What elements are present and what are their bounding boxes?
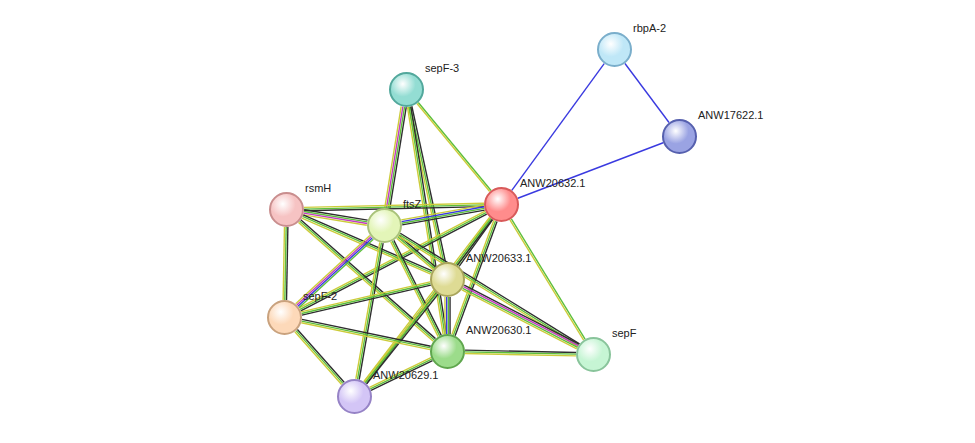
evidence-line	[287, 227, 288, 300]
node-label: rsmH	[305, 182, 331, 195]
protein-node: sepF	[576, 337, 611, 372]
interaction-edge	[296, 235, 374, 307]
interaction-edge	[445, 297, 450, 334]
evidence-line	[449, 297, 450, 334]
evidence-line	[518, 143, 663, 199]
evidence-line	[400, 233, 579, 344]
interaction-edge	[301, 282, 431, 315]
evidence-line	[444, 297, 445, 334]
node-label: ANW20632.1	[520, 177, 585, 190]
interaction-edge	[398, 233, 579, 347]
interaction-edge	[295, 329, 344, 384]
evidence-line	[358, 243, 382, 380]
evidence-line	[297, 237, 371, 305]
evidence-line	[464, 285, 579, 344]
interaction-edge	[283, 227, 288, 300]
evidence-line	[303, 215, 366, 225]
node-label: sepF-3	[425, 62, 459, 75]
evidence-line	[463, 287, 578, 346]
evidence-line	[625, 64, 669, 123]
evidence-line	[356, 242, 380, 379]
evidence-line	[359, 243, 383, 380]
interaction-edge	[625, 64, 669, 123]
evidence-line	[302, 283, 431, 313]
evidence-line	[301, 323, 430, 350]
evidence-line	[446, 297, 447, 334]
evidence-line	[295, 332, 342, 385]
protein-node: ftsZ	[367, 208, 402, 243]
evidence-line	[302, 319, 431, 346]
evidence-line	[399, 235, 578, 346]
node-label: ANW20633.1	[466, 252, 531, 265]
protein-node: ANW20630.1	[430, 334, 465, 369]
node-label: ftsZ	[403, 198, 421, 211]
evidence-line	[462, 290, 577, 349]
evidence-line	[302, 321, 431, 348]
node-label: ANW20630.1	[466, 324, 531, 337]
protein-node: sepF-3	[389, 72, 424, 107]
node-label: ANW17622.1	[698, 109, 763, 122]
evidence-line	[283, 227, 284, 300]
interaction-edge	[301, 319, 430, 349]
evidence-line	[463, 288, 578, 347]
interaction-edge	[512, 64, 604, 191]
evidence-line	[512, 64, 604, 191]
evidence-line	[285, 227, 286, 300]
evidence-line	[301, 282, 430, 312]
interaction-edge	[518, 143, 663, 199]
evidence-line	[304, 213, 367, 223]
evidence-line	[302, 285, 431, 315]
protein-node: rbpA-2	[597, 32, 632, 67]
evidence-line	[298, 238, 372, 306]
evidence-line	[510, 220, 584, 340]
evidence-line	[296, 235, 370, 303]
protein-node: ANW20633.1	[430, 262, 465, 297]
protein-node: sepF-2	[267, 300, 302, 335]
node-label: rbpA-2	[633, 22, 666, 35]
interaction-edge	[462, 285, 579, 349]
evidence-line	[297, 329, 344, 382]
node-label: ANW20629.1	[373, 369, 438, 382]
evidence-line	[418, 102, 491, 190]
protein-node: ANW20629.1	[337, 379, 372, 414]
protein-node: rsmH	[269, 192, 304, 227]
evidence-line	[388, 107, 404, 208]
evidence-line	[385, 106, 401, 207]
interaction-edge	[417, 102, 491, 191]
evidence-line	[304, 203, 484, 207]
protein-node: ANW17622.1	[662, 119, 697, 154]
evidence-line	[296, 331, 343, 384]
node-label: sepF	[612, 327, 636, 340]
protein-node: ANW20632.1	[484, 187, 519, 222]
evidence-line	[448, 297, 449, 334]
evidence-line	[386, 107, 402, 208]
interaction-edge	[465, 350, 576, 356]
interaction-edge	[385, 106, 406, 208]
interaction-edge	[356, 242, 383, 379]
node-label: sepF-2	[303, 290, 337, 303]
interaction-edge	[510, 219, 585, 340]
evidence-line	[465, 354, 576, 356]
